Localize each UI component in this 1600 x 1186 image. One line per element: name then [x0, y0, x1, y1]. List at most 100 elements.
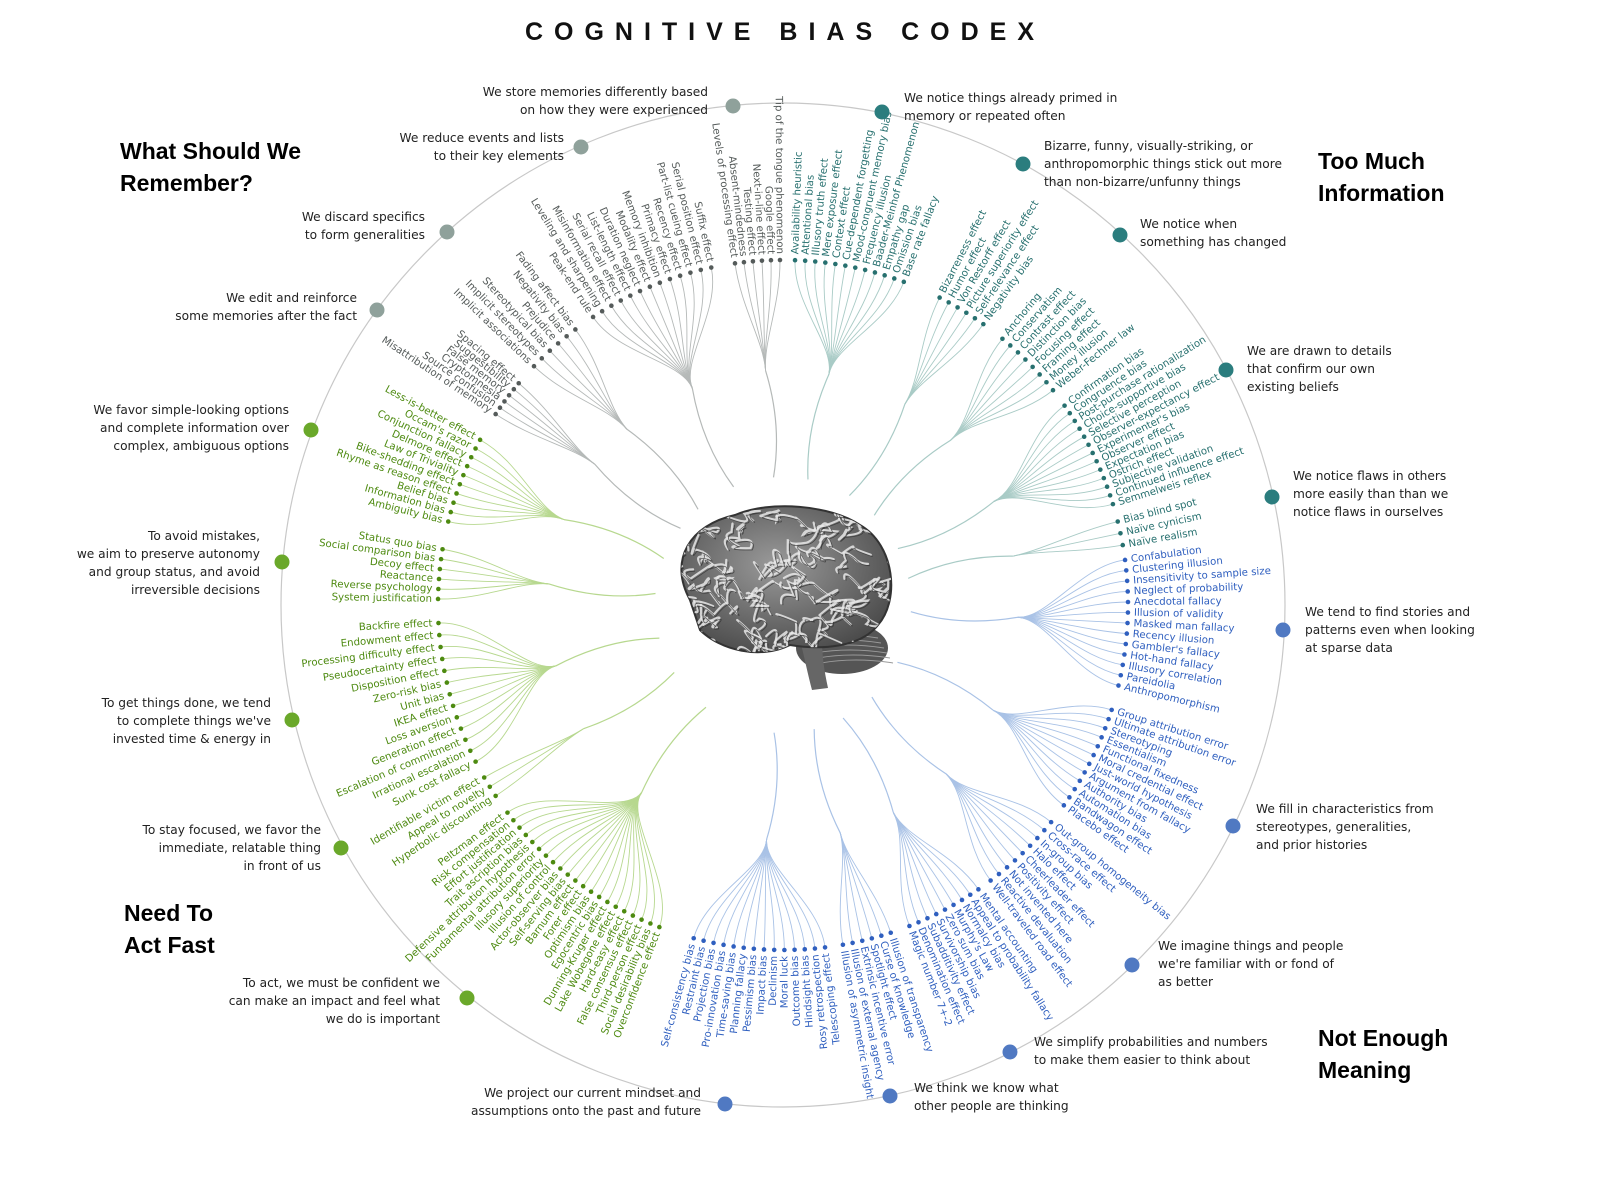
- bias-dot: [1102, 725, 1108, 731]
- bias-label[interactable]: Moral luck: [779, 956, 790, 1008]
- bias-dot: [833, 261, 838, 267]
- branch-line: [828, 281, 905, 375]
- bias-dot: [802, 947, 808, 952]
- branch-line: [439, 634, 557, 668]
- bias-dot: [698, 267, 704, 273]
- bias-dot: [792, 257, 798, 263]
- bias-dot: [955, 305, 960, 310]
- bias-dot: [751, 946, 757, 952]
- bias-dot: [435, 596, 441, 602]
- bias-label[interactable]: Declinism: [768, 956, 780, 1006]
- bias-dot: [536, 846, 542, 852]
- bias-dot: [436, 576, 442, 582]
- bias-label[interactable]: Neglect of probability: [1134, 582, 1244, 597]
- bias-dot: [444, 680, 450, 685]
- bias-dot: [888, 930, 894, 936]
- branch-line: [632, 792, 642, 916]
- bias-label[interactable]: Tip of the tongue phenomenon: [773, 95, 785, 254]
- bias-dot: [1072, 786, 1078, 792]
- bias-label[interactable]: Backfire effect: [359, 618, 433, 633]
- branch-line: [993, 420, 1076, 502]
- branch-line: [993, 412, 1071, 502]
- branch-line: [992, 709, 1109, 720]
- branch-trunk: [910, 611, 1018, 622]
- bias-dot: [438, 644, 443, 650]
- bias-dot: [517, 825, 522, 830]
- bias-dot: [588, 889, 594, 894]
- bias-dot: [445, 519, 451, 524]
- bias-dot: [1104, 484, 1110, 490]
- branch-line: [839, 832, 873, 939]
- bias-dot: [996, 871, 1002, 877]
- branch-line: [1017, 559, 1126, 618]
- bias-label[interactable]: Outcome bias: [790, 956, 803, 1027]
- group-dot: [1124, 957, 1140, 973]
- branch-trunk: [548, 583, 656, 597]
- bias-dot: [454, 715, 460, 720]
- bias-dot: [768, 257, 774, 263]
- branch-line: [992, 709, 1094, 756]
- bias-dot: [946, 300, 951, 305]
- branch-line: [610, 305, 693, 389]
- branch-line: [518, 382, 596, 465]
- bias-dot: [812, 259, 818, 264]
- branch-line: [448, 516, 565, 525]
- group-dot: [882, 1088, 898, 1104]
- branch-trunk: [626, 428, 699, 510]
- branch-line: [734, 263, 767, 371]
- bias-label[interactable]: Google effect: [762, 186, 775, 255]
- branch-line: [463, 474, 565, 521]
- bias-label[interactable]: Illusion of validity: [1134, 608, 1224, 621]
- bias-label[interactable]: Reactance: [379, 570, 433, 585]
- bias-label[interactable]: Availability heuristic: [790, 151, 805, 254]
- bias-label[interactable]: Attentional bias: [801, 174, 817, 255]
- bias-label[interactable]: Masked man fallacy: [1133, 618, 1235, 634]
- group-dot: [274, 554, 290, 570]
- bias-dot: [450, 703, 456, 709]
- branch-line: [489, 728, 584, 788]
- bias-dot: [759, 258, 765, 263]
- group-annotation: To avoid mistakes, we aim to preserve au…: [76, 529, 260, 597]
- branch-trunk: [897, 500, 995, 550]
- branch-line: [839, 832, 844, 945]
- section-title-meaning: Not Enough Meaning: [1318, 1025, 1449, 1083]
- brainstem: [800, 640, 828, 690]
- bias-label[interactable]: Impact bias: [755, 955, 769, 1015]
- bias-dot: [843, 263, 848, 268]
- branch-line: [636, 792, 655, 924]
- bias-dot: [1109, 707, 1114, 713]
- bias-dot: [761, 947, 767, 952]
- bias-dot: [558, 866, 563, 871]
- bias-label[interactable]: Hindsight bias: [800, 955, 816, 1028]
- branch-trunk: [813, 729, 841, 834]
- bias-dot: [481, 775, 487, 780]
- bias-dot: [1125, 599, 1131, 605]
- branch-trunk: [807, 374, 830, 480]
- bias-dot: [511, 386, 517, 392]
- bias-label[interactable]: Anecdotal fallacy: [1134, 596, 1222, 608]
- bias-dot: [823, 260, 828, 265]
- bias-dot: [1099, 735, 1104, 740]
- bias-dot: [872, 270, 878, 275]
- bias-dot: [859, 938, 865, 944]
- bias-dot: [502, 399, 507, 404]
- branch-line: [689, 267, 714, 389]
- bias-dot: [1067, 795, 1072, 800]
- bias-dot: [1125, 610, 1131, 615]
- group-annotation: We store memories differently based on h…: [482, 85, 708, 117]
- branch-line: [475, 665, 557, 763]
- branch-line: [557, 343, 628, 430]
- bias-dot: [564, 333, 569, 339]
- bias-dot: [477, 437, 483, 443]
- bias-dot: [438, 556, 444, 562]
- bias-dot: [1086, 761, 1092, 767]
- bias-dot: [916, 919, 921, 925]
- bias-dot: [840, 942, 846, 948]
- bias-label[interactable]: System justification: [332, 592, 433, 605]
- bias-label[interactable]: Reverse psychology: [330, 579, 432, 595]
- branch-trunk: [871, 696, 947, 775]
- branch-line: [495, 728, 584, 797]
- bias-dot: [777, 257, 783, 263]
- bias-dot: [531, 363, 537, 369]
